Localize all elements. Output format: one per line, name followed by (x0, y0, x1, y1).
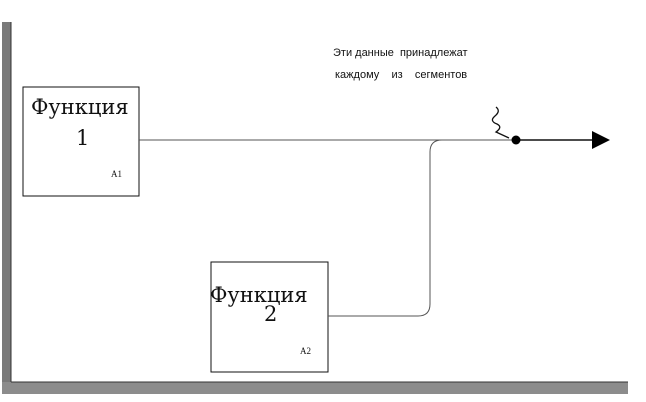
annotation-line-2: каждому из сегментов (335, 69, 467, 81)
arrowhead-output (592, 131, 610, 149)
function-box-2-number: 2 (264, 302, 277, 326)
arrow-line-f2-join[interactable] (328, 139, 516, 317)
function-box-1[interactable]: Функция 1 A1 (22, 86, 140, 197)
diagram-frame (2, 22, 628, 394)
annotation-line-1: Эти данные принадлежат (333, 47, 467, 59)
frame-shadow-left (2, 22, 11, 382)
function-box-1-border (22, 86, 140, 197)
function-box-2-border (210, 261, 329, 373)
junction-dot (511, 135, 521, 145)
function-box-2-code: A2 (300, 346, 311, 356)
function-box-1-number: 1 (76, 126, 89, 150)
function-box-2[interactable]: Функция 2 A2 (210, 261, 329, 373)
function-box-2-title: Функция (210, 283, 308, 307)
annotation-squiggle (491, 106, 510, 139)
function-box-1-code: A1 (111, 169, 122, 179)
function-box-1-title: Функция (31, 95, 129, 119)
frame-shadow-bottom (2, 382, 628, 394)
